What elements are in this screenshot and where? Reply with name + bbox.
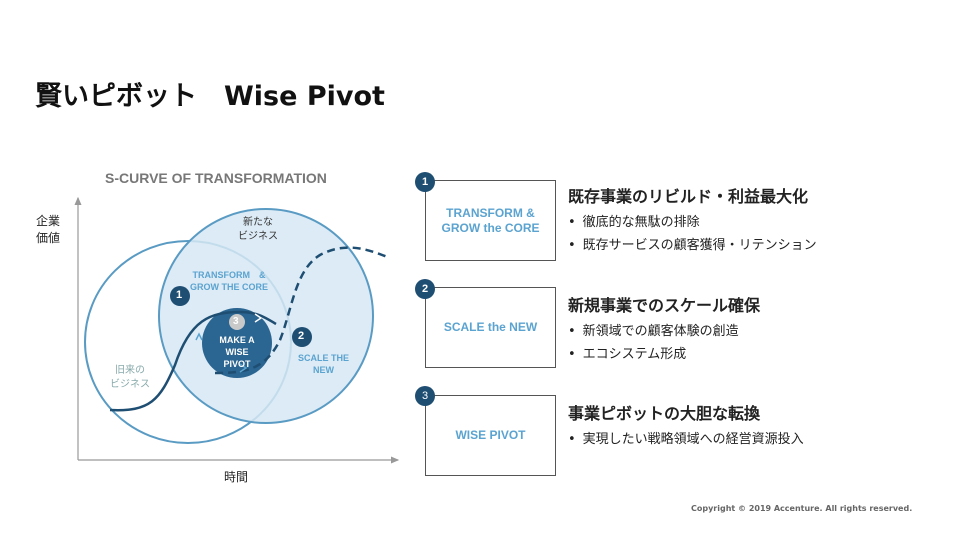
section-1-badge: 1 (415, 172, 435, 192)
arrow-icon (239, 363, 248, 373)
badge-1-number: 1 (176, 289, 183, 301)
x-axis-label: 時間 (224, 470, 249, 484)
pivot-circle (202, 308, 272, 378)
scale-label: SCALE THE NEW (298, 353, 350, 375)
box-pivot: WISE PIVOT (425, 395, 556, 476)
y-axis-label: 企業 価値 (36, 214, 61, 245)
pivot-label: MAKE A WISE PIVOT (219, 335, 255, 369)
arrow-icon (254, 313, 263, 323)
bullet: 徹底的な無駄の排除 (568, 211, 817, 234)
badge-2 (292, 327, 312, 347)
transform-label: TRANSFORM & GROW THE CORE (190, 270, 268, 292)
bullet: エコシステム形成 (568, 343, 760, 366)
page-title: 賢いピボット Wise Pivot (35, 81, 385, 112)
arrow-icon (195, 332, 203, 341)
bullet: 既存サービスの顧客獲得・リテンション (568, 234, 817, 257)
box-scale: SCALE the NEW (425, 287, 556, 368)
new-s-curve (214, 246, 391, 375)
old-business-label: 旧来の ビジネス (110, 365, 150, 390)
new-business-circle (158, 208, 374, 424)
section-1-heading: 既存事業のリビルド・利益最大化 (568, 187, 809, 206)
section-2: 新規事業でのスケール確保 新領域での顧客体験の創造 エコシステム形成 (568, 292, 760, 366)
section-1: 既存事業のリビルド・利益最大化 徹底的な無駄の排除 既存サービスの顧客獲得・リテ… (568, 183, 817, 257)
bullet: 実現したい戦略領域への経営資源投入 (568, 428, 804, 451)
section-3: 事業ピボットの大胆な転換 実現したい戦略領域への経営資源投入 (568, 400, 804, 451)
badge-2-number: 2 (298, 330, 305, 342)
badge-3-number: 3 (233, 316, 239, 327)
section-3-heading: 事業ピボットの大胆な転換 (568, 404, 761, 423)
section-2-heading: 新規事業でのスケール確保 (568, 296, 761, 315)
badge-1 (170, 286, 190, 306)
box-transform: TRANSFORM & GROW the CORE (425, 180, 556, 261)
section-3-badge: 3 (415, 386, 435, 406)
diagram-heading: S-CURVE OF TRANSFORMATION (105, 170, 327, 186)
bullet: 新領域での顧客体験の創造 (568, 320, 760, 343)
section-2-badge: 2 (415, 279, 435, 299)
copyright: Copyright © 2019 Accenture. All rights r… (691, 504, 913, 513)
badge-3 (229, 314, 245, 330)
new-business-label: 新たな ビジネス (238, 217, 278, 242)
core-s-curve (109, 310, 277, 412)
